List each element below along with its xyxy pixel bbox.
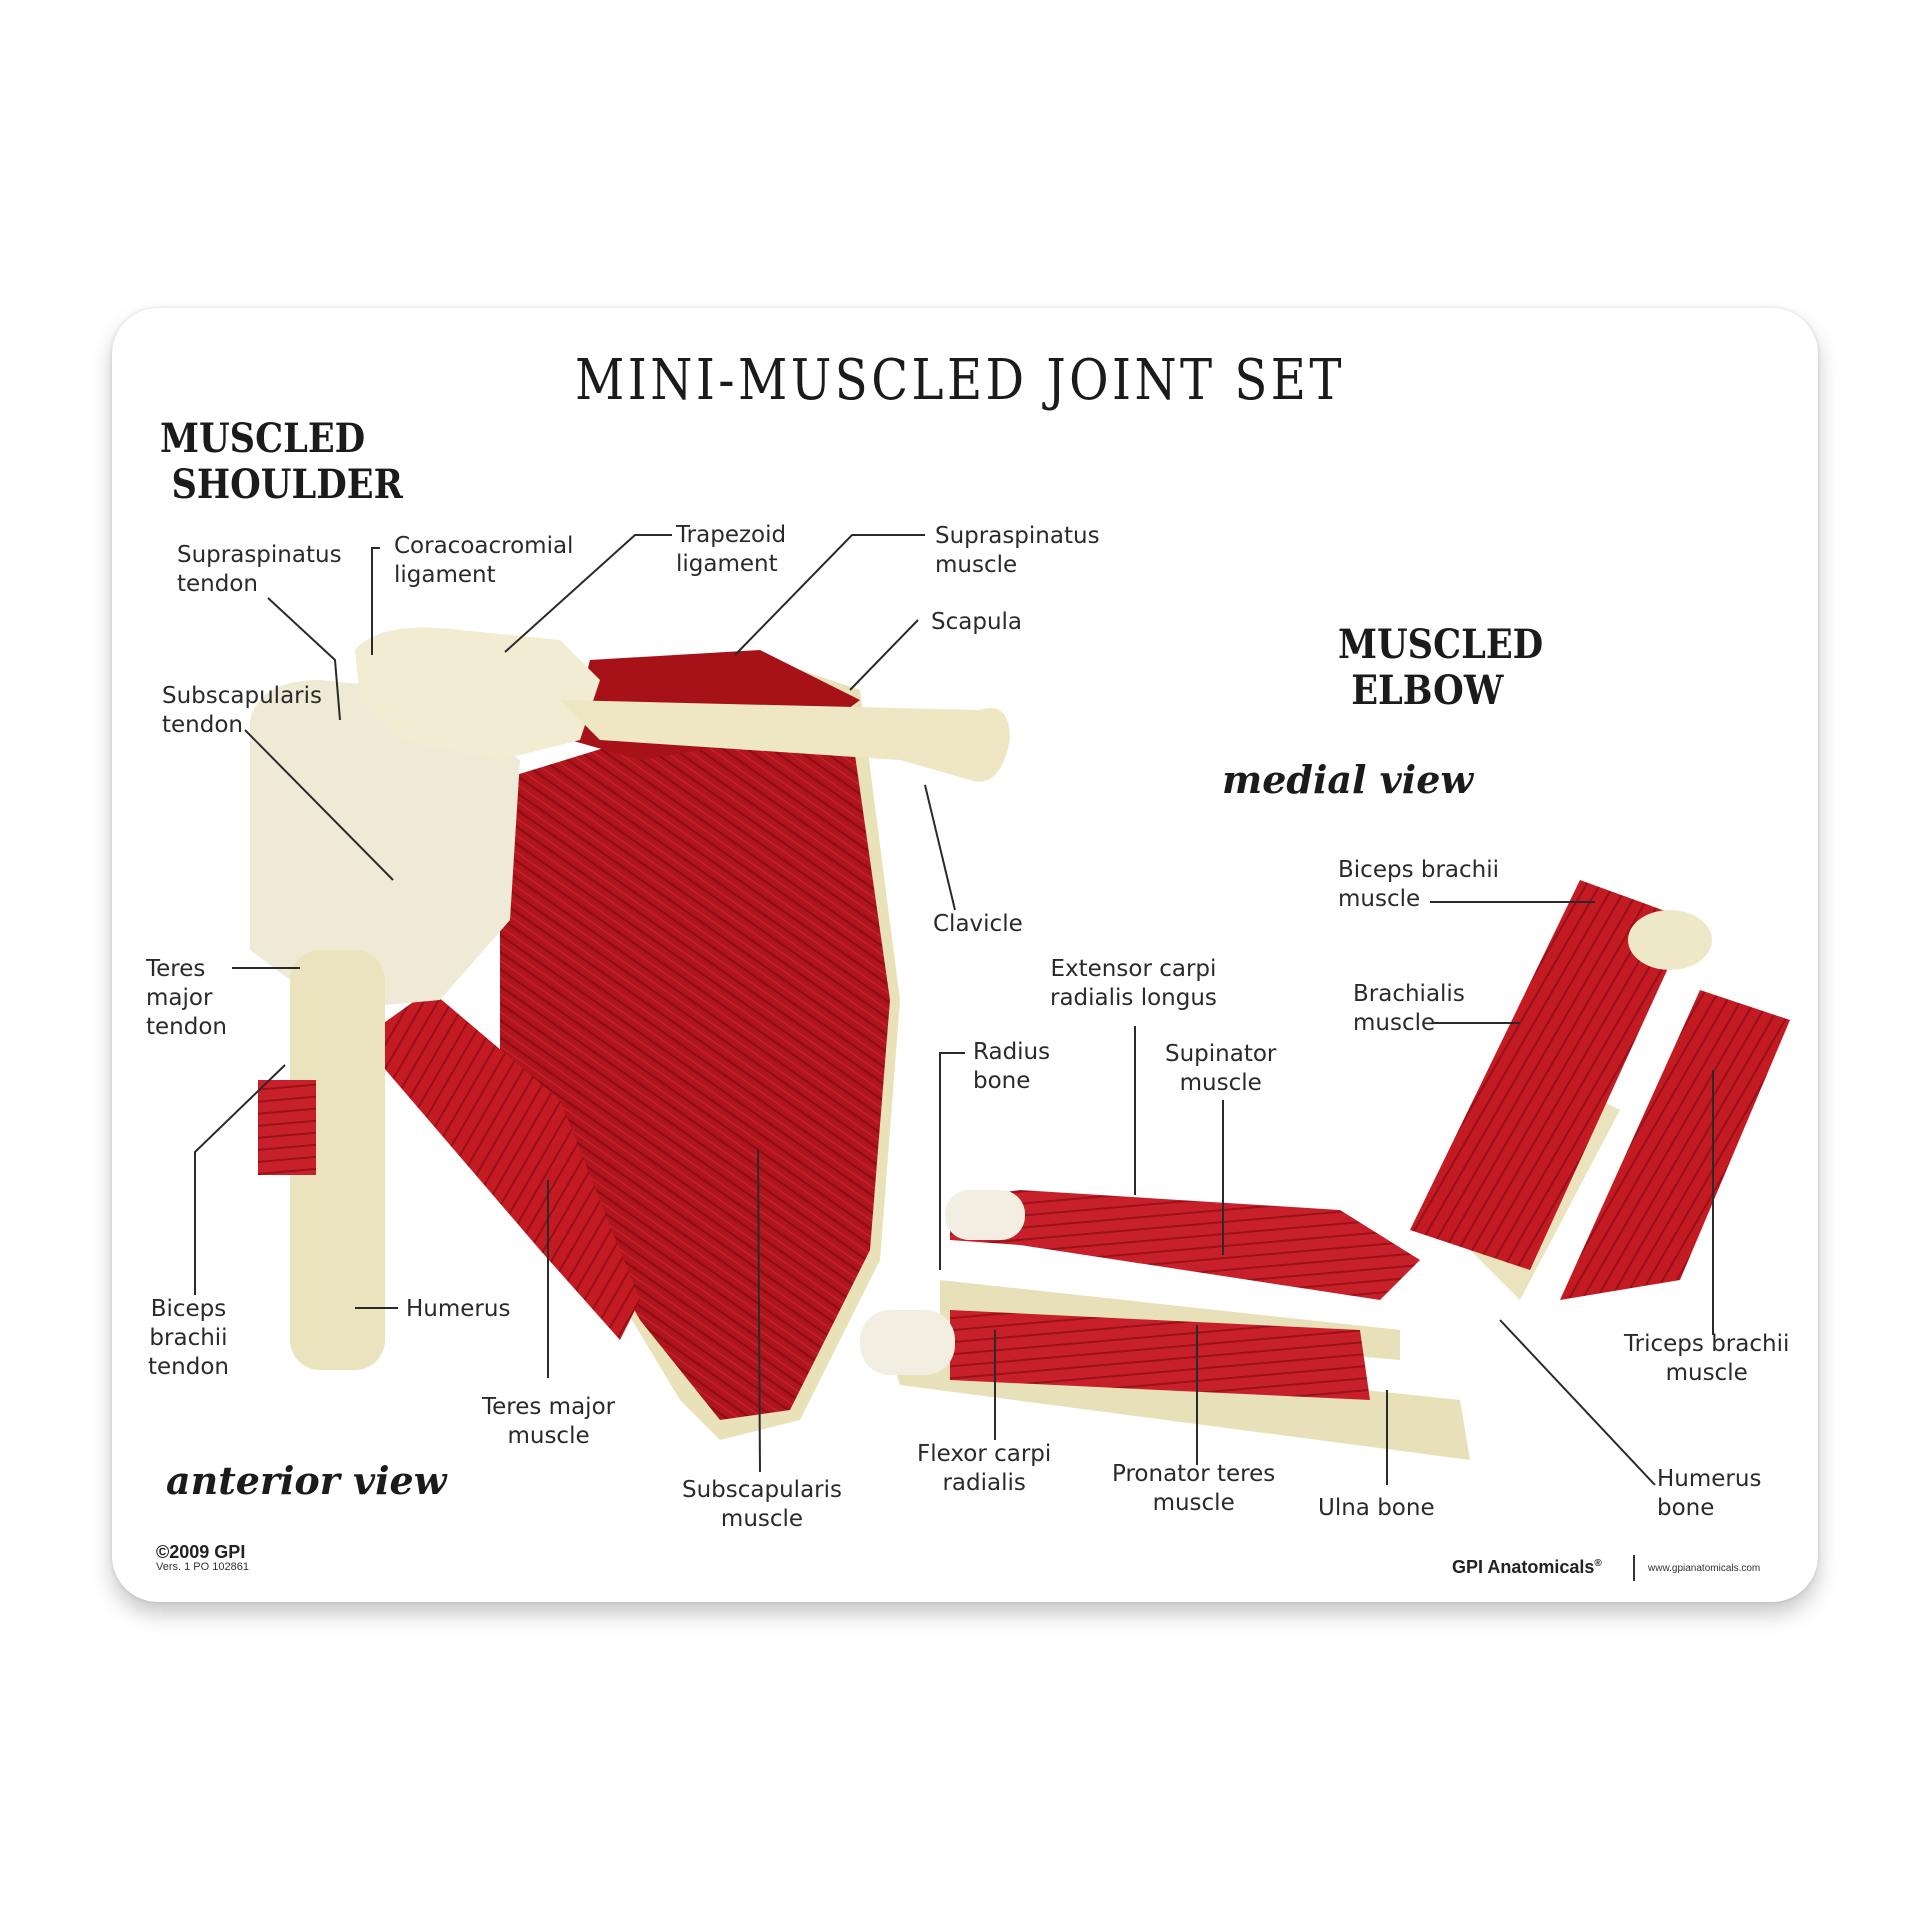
copyright: ©2009 GPI bbox=[156, 1542, 246, 1562]
leader-lines bbox=[194, 534, 1714, 1486]
label-supraspinatus-muscle: Supraspinatus muscle bbox=[935, 523, 1100, 578]
teres-major-shape bbox=[360, 990, 640, 1340]
brand-text: GPI Anatomicals bbox=[1452, 1557, 1595, 1577]
label-subscapularis-tendon: Subscapularis tendon bbox=[162, 683, 322, 738]
elbow-heading-line2: ELBOW bbox=[1351, 667, 1504, 714]
medial-view-caption: medial view bbox=[1222, 757, 1474, 802]
shoulder-heading-line2: SHOULDER bbox=[171, 461, 403, 508]
shoulder-heading: MUSCLED SHOULDER bbox=[160, 416, 403, 508]
footer-divider bbox=[1633, 1555, 1635, 1581]
elbow-heading-line1: MUSCLED bbox=[1338, 621, 1544, 668]
label-teres-major-muscle: Teres major muscle bbox=[482, 1394, 616, 1449]
clavicle-shape bbox=[560, 700, 1010, 782]
version-number: Vers. 1 PO 102861 bbox=[156, 1561, 249, 1573]
label-pronator-teres-muscle: Pronator teres muscle bbox=[1112, 1461, 1276, 1516]
wrist-tendon-cap bbox=[860, 1310, 955, 1375]
label-humerus: Humerus bbox=[406, 1296, 511, 1322]
anterior-view-caption: anterior view bbox=[166, 1458, 447, 1503]
wrist-tendon-cap-upper bbox=[945, 1190, 1025, 1240]
humeral-head-shape bbox=[250, 680, 520, 1010]
elbow-model bbox=[860, 880, 1790, 1460]
website-url: www.gpianatomicals.com bbox=[1648, 1563, 1761, 1574]
label-subscapularis-muscle: Subscapularis muscle bbox=[682, 1477, 842, 1532]
label-ulna-bone: Ulna bone bbox=[1318, 1495, 1435, 1521]
label-biceps-brachii-muscle: Biceps brachii muscle bbox=[1338, 857, 1500, 912]
label-extensor-carpi-radialis-longus: Extensor carpi radialis longus bbox=[1050, 956, 1217, 1011]
label-brachialis-muscle: Brachialis muscle bbox=[1353, 981, 1465, 1036]
label-flexor-carpi-radialis: Flexor carpi radialis bbox=[917, 1441, 1052, 1496]
subscapularis-muscle-shape bbox=[500, 700, 890, 1420]
registered-mark: ® bbox=[1594, 1558, 1602, 1569]
shoulder-heading-line1: MUSCLED bbox=[160, 415, 366, 462]
label-triceps-brachii-muscle: Triceps brachii muscle bbox=[1624, 1331, 1790, 1386]
humerus-shape bbox=[290, 950, 385, 1370]
extensor-muscle-shape bbox=[950, 1190, 1420, 1300]
label-clavicle: Clavicle bbox=[933, 911, 1023, 937]
shoulder-model bbox=[250, 627, 1010, 1440]
flexor-muscle-shape bbox=[950, 1310, 1370, 1400]
label-teres-major-tendon: Teres major tendon bbox=[146, 956, 227, 1040]
label-scapula: Scapula bbox=[931, 609, 1023, 635]
label-supinator-muscle: Supinator muscle bbox=[1165, 1041, 1277, 1096]
elbow-heading: MUSCLED ELBOW bbox=[1338, 622, 1543, 714]
acromion-shape bbox=[355, 627, 600, 760]
label-trapezoid-ligament: Trapezoid ligament bbox=[676, 522, 787, 577]
page-title: MINI-MUSCLED JOINT SET bbox=[575, 348, 1345, 413]
label-radius-bone: Radius bone bbox=[973, 1039, 1051, 1094]
biceps-tendon-stub bbox=[258, 1080, 316, 1175]
brand-name: GPI Anatomicals® bbox=[1452, 1557, 1602, 1578]
label-supraspinatus-tendon: Supraspinatus tendon bbox=[177, 542, 342, 597]
triceps-shape bbox=[1560, 990, 1790, 1300]
biceps-brachialis-shape bbox=[1410, 880, 1690, 1270]
humerus-cross-section bbox=[1628, 910, 1712, 970]
label-biceps-brachii-tendon: Biceps brachii tendon bbox=[148, 1296, 229, 1380]
label-humerus-bone: Humerus bone bbox=[1657, 1466, 1762, 1521]
label-coracoacromial-ligament: Coracoacromial ligament bbox=[394, 533, 574, 588]
